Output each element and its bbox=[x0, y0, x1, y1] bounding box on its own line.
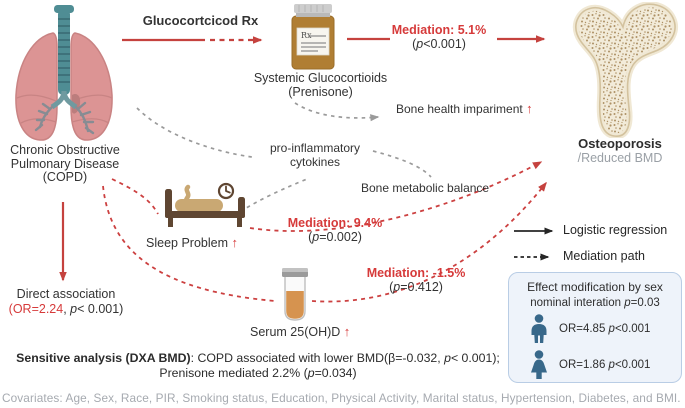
direct-association-label: Direct association (OR=2.24, p< 0.001) bbox=[8, 287, 124, 316]
pill-bottle-icon: Rx bbox=[291, 4, 335, 70]
male-or-stat: OR=4.85 p<0.001 bbox=[559, 322, 651, 335]
mediation-serum: Mediation: -1.5% (p=0.412) bbox=[366, 266, 466, 294]
bone-health-impairment-label: Bone health impariment ↑ bbox=[396, 101, 533, 117]
female-or-stat: OR=1.86 p<0.001 bbox=[559, 358, 651, 371]
femur-bone-icon bbox=[572, 2, 679, 138]
mediation-sleep: Mediation: 9.4% (p=0.002) bbox=[287, 216, 383, 244]
covariates-note: Covariates: Age, Sex, Race, PIR, Smoking… bbox=[2, 391, 681, 405]
systemic-glucocorticoids-label: Systemic Glucocortioids (Prenisone) bbox=[253, 71, 388, 99]
osteoporosis-label: Osteoporosis /Reduced BMD bbox=[577, 136, 663, 166]
effect-box-subtitle: nominal interation p=0.03 bbox=[530, 297, 660, 309]
female-stat-row: OR=1.86 p<0.001 bbox=[528, 348, 681, 381]
cytokines-label: pro-inflammatory cytokines bbox=[269, 141, 361, 169]
serum-vitd-label: Serum 25(OH)D ↑ bbox=[250, 324, 351, 340]
sensitivity-analysis-note: Sensitive analysis (DXA BMD): COPD assoc… bbox=[16, 351, 500, 380]
mediation-glucocorticoid: Mediation: 5.1% (p<0.001) bbox=[391, 23, 487, 51]
female-icon bbox=[531, 349, 547, 379]
effect-box-title: Effect modification by sex bbox=[527, 280, 663, 294]
male-stat-row: OR=4.85 p<0.001 bbox=[528, 312, 681, 345]
copd-label: Chronic Obstructive Pulmonary Disease (C… bbox=[10, 143, 120, 184]
path-serum-to-bone bbox=[311, 181, 547, 303]
legend-mediation-label: Mediation path bbox=[563, 249, 646, 263]
bone-metabolic-balance-label: Bone metabolic balance bbox=[361, 181, 490, 195]
bed-blanket bbox=[175, 199, 223, 212]
sleep-problem-label: Sleep Problem ↑ bbox=[146, 235, 238, 251]
lungs-icon bbox=[15, 5, 113, 141]
effect-modification-box: Effect modification by sex nominal inter… bbox=[508, 272, 682, 383]
pill-bottle-rx-text: Rx bbox=[301, 31, 312, 40]
legend-logistic-label: Logistic regression bbox=[563, 223, 668, 237]
path-prenisone-to-bone-health bbox=[294, 102, 380, 122]
glucocorticoid-rx-label: Glucocortcicod Rx bbox=[142, 13, 259, 28]
path-copd-to-cytokines bbox=[136, 107, 253, 158]
path-copd-to-serum bbox=[102, 185, 276, 302]
serum-test-tube-icon bbox=[282, 268, 308, 321]
male-icon bbox=[531, 313, 547, 343]
sleep-problem-icon bbox=[165, 182, 245, 227]
path-copd-to-sleep bbox=[111, 178, 159, 215]
path-cytokines-to-bone-metabolic bbox=[372, 150, 432, 178]
